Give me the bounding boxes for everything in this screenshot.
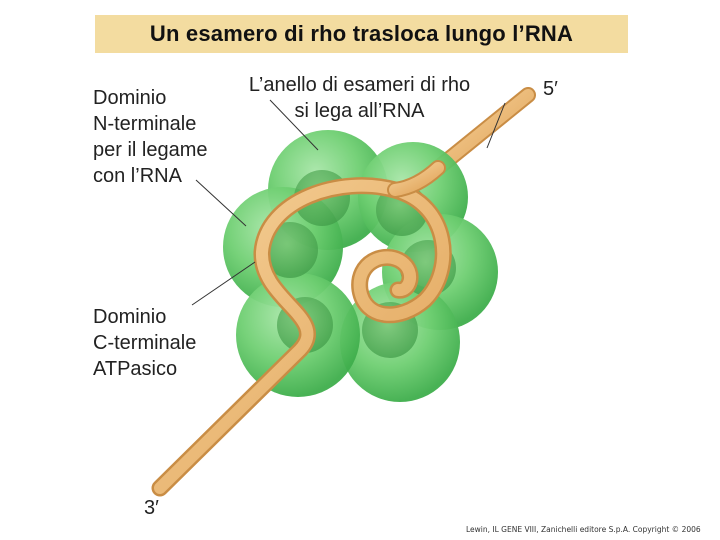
- copyright-credit: Lewin, IL GENE VIII, Zanichelli editore …: [466, 525, 701, 534]
- n-label-line-1: Dominio: [93, 87, 167, 109]
- n-label-line-3: per il legame: [93, 139, 208, 161]
- ring-label-line-1: L’anello di esameri di rho: [248, 74, 471, 96]
- leader-five-prime: [486, 102, 506, 149]
- ring-label-line-2: si lega all’RNA: [294, 100, 425, 122]
- c-terminal-domain-label: Dominio C-terminale ATPasico: [93, 304, 196, 382]
- leader-c-terminal: [191, 261, 256, 306]
- leader-ring: [269, 99, 319, 151]
- c-label-line-2: C-terminale: [93, 332, 197, 354]
- ring-binds-rna-label: L’anello di esameri di rho si lega all’R…: [237, 72, 482, 124]
- leader-n-terminal: [195, 179, 247, 227]
- n-label-line-4: con l’RNA: [93, 165, 182, 187]
- rna-strand-back: [430, 87, 536, 176]
- rna-strand-front: [151, 160, 452, 497]
- n-terminal-domain-label: Dominio N-terminale per il legame con l’…: [93, 85, 208, 189]
- diagram-title: Un esamero di rho trasloca lungo l’RNA: [149, 21, 574, 46]
- three-prime-end-label: 3′: [144, 497, 159, 519]
- c-label-line-1: Dominio: [93, 306, 167, 328]
- title-bar: Un esamero di rho trasloca lungo l’RNA: [95, 15, 628, 53]
- leader-lines: [191, 99, 506, 306]
- c-label-line-3: ATPasico: [93, 358, 178, 380]
- n-label-line-2: N-terminale: [93, 113, 197, 135]
- five-prime-end-label: 5′: [543, 78, 558, 100]
